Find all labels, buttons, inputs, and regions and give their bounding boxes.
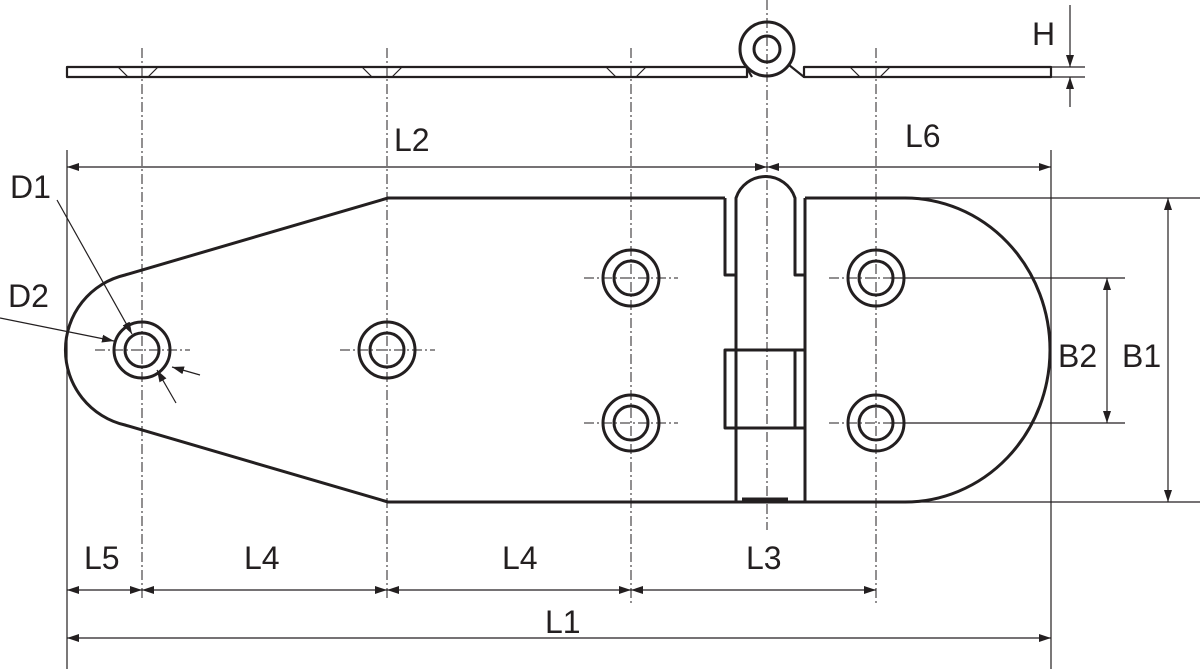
top-view (64, 0, 1052, 605)
centerlines (95, 0, 923, 605)
right-leaf-outline (805, 196, 1052, 504)
label-L4-right: L4 (502, 540, 538, 576)
left-leaf-knuckle-edge (723, 198, 736, 430)
label-L2: L2 (394, 122, 430, 158)
label-D1: D1 (10, 169, 51, 205)
label-L5: L5 (84, 540, 120, 576)
knuckle-tail (744, 64, 805, 78)
label-B2: B2 (1058, 338, 1097, 374)
label-L4-left: L4 (244, 540, 280, 576)
knuckle-bottom (734, 426, 807, 504)
label-H: H (1032, 16, 1055, 52)
label-L3: L3 (746, 540, 782, 576)
label-L6: L6 (905, 118, 941, 154)
side-view: H (65, 5, 1085, 107)
dimensions: L2 L6 B1 B2 D1 D2 L5 L4 L4 L3 L1 (0, 118, 1200, 669)
countersink-marks (117, 66, 891, 78)
label-D2: D2 (8, 278, 49, 314)
knuckle-top (734, 175, 807, 352)
side-plate-right (802, 65, 1053, 79)
label-L1: L1 (545, 604, 581, 640)
label-B1: B1 (1122, 338, 1161, 374)
side-plate-left (65, 65, 749, 79)
knuckle-middle (734, 348, 797, 430)
left-leaf-outline (64, 196, 745, 504)
